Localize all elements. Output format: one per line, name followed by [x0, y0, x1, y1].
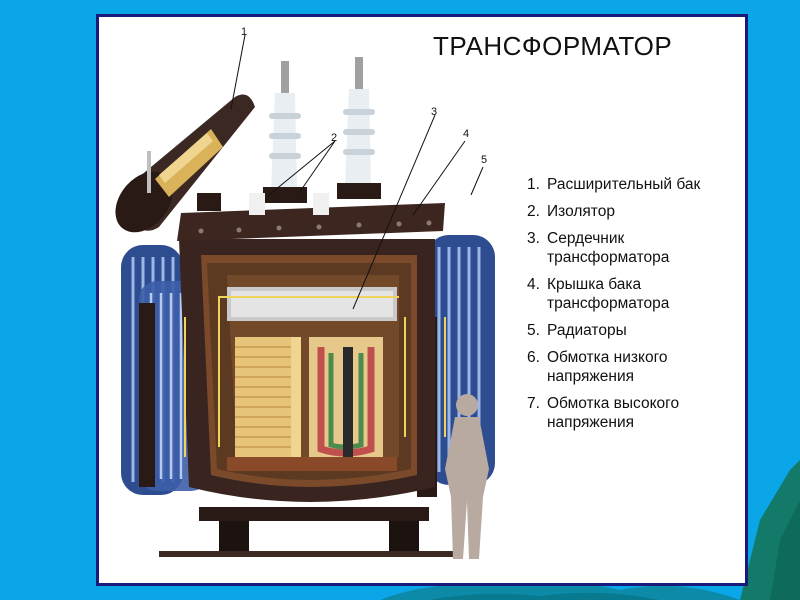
oil-flow-arrows	[184, 296, 446, 457]
callout-1: 1	[241, 26, 247, 38]
base-rails	[159, 507, 459, 557]
legend-label: Изолятор	[547, 203, 615, 220]
bushing-small	[249, 193, 329, 215]
diagram-title: ТРАНСФОРМАТОР	[433, 31, 673, 61]
legend-number: 6.	[527, 349, 540, 366]
legend-label: Обмотка низкого напряжения	[547, 349, 668, 385]
legend-item: 4. Крышка бака трансформатора	[527, 275, 739, 313]
legend-number: 5.	[527, 322, 540, 339]
legend-label: Сердечник трансформатора	[547, 230, 670, 266]
legend-item: 7. Обмотка высокого напряжения	[527, 394, 739, 432]
legend-number: 3.	[527, 230, 540, 247]
legend-item: 5. Радиаторы	[527, 321, 739, 340]
legend-label: Крышка бака трансформатора	[547, 276, 670, 312]
callout-4: 4	[463, 128, 469, 140]
legend-item: 3. Сердечник трансформатора	[527, 229, 739, 267]
legend-item: 1. Расширительный бак	[527, 175, 739, 194]
winding-high	[309, 337, 383, 457]
conservator-tank	[115, 94, 255, 233]
legend-number: 4.	[527, 276, 540, 293]
legend-number: 1.	[527, 176, 540, 193]
winding-low	[235, 337, 301, 457]
callout-lines	[230, 34, 484, 310]
callout-2: 2	[331, 132, 337, 144]
callout-5: 5	[481, 154, 487, 166]
legend-label: Обмотка высокого напряжения	[547, 395, 680, 431]
transformer-core	[227, 287, 397, 471]
legend-number: 2.	[527, 203, 540, 220]
legend-number: 7.	[527, 395, 540, 412]
legend-label: Расширительный бак	[547, 176, 701, 193]
legend-item: 6. Обмотка низкого напряжения	[527, 348, 739, 386]
person-silhouette	[445, 394, 489, 559]
callout-3: 3	[431, 106, 437, 118]
legend-item: 2. Изолятор	[527, 202, 739, 221]
legend-label: Радиаторы	[547, 322, 627, 339]
transformer-illustration: 1 2 3 4 5	[115, 26, 495, 559]
bushing-right	[337, 57, 381, 199]
tank-cover	[177, 203, 445, 241]
diagram-panel: 1 2 3 4 5 ТРАНСФОРМАТОР 1. Расширительный…	[96, 14, 748, 586]
legend: 1. Расширительный бак 2. Изолятор 3. Сердеч…	[527, 175, 739, 440]
